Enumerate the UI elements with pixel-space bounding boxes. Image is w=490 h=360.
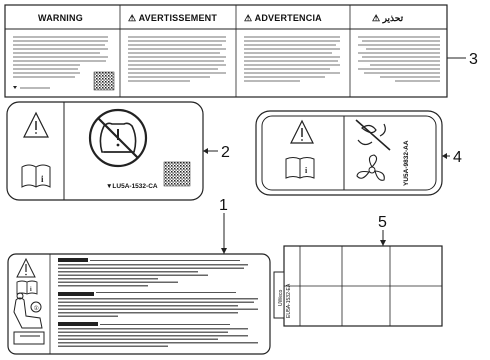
label4-code: YU5A-9832-AA	[403, 140, 410, 186]
warning-triangle-icon	[23, 111, 49, 138]
warning-triangle-icon	[290, 119, 314, 144]
callout-1: 1	[219, 197, 228, 214]
label-1-instruction: i ①	[7, 213, 271, 355]
svg-text:i: i	[30, 287, 32, 293]
warning-triangle-icon	[16, 257, 36, 278]
book-info-icon: i	[285, 157, 315, 179]
label3-header-1: WARNING	[38, 13, 83, 23]
book-info-icon: i	[21, 164, 51, 188]
book-info-icon: i	[16, 280, 38, 295]
callout-4: 4	[453, 149, 462, 166]
label-4-fan: i	[255, 110, 450, 196]
label-3-warning-sheet	[4, 4, 466, 98]
svg-text:①: ①	[34, 305, 39, 312]
qr-code-icon	[163, 161, 191, 187]
label2-code: ▼LU5A-1532-CA	[106, 183, 158, 190]
label-5-grid	[273, 230, 443, 327]
callout-3: 3	[469, 51, 478, 68]
label3-header-4: ⚠ تحذير	[372, 13, 404, 24]
qr-code-icon	[93, 71, 115, 91]
child-seat-icon: ①	[13, 292, 45, 345]
tpms-crossed-icon	[88, 108, 148, 168]
label3-header-2: ⚠ AVERTISSEMENT	[128, 13, 217, 23]
label-2-tpms: i	[6, 101, 218, 201]
callout-2: 2	[221, 144, 230, 161]
callout-5: 5	[378, 214, 387, 231]
svg-text:i: i	[305, 166, 308, 175]
label3-header-3: ⚠ ADVERTENCIA	[244, 13, 322, 23]
label5-code-line-1: EU5A-1532-EA	[286, 283, 292, 318]
fan-icon	[356, 154, 385, 181]
fan-crossed-icon	[355, 119, 391, 151]
svg-text:i: i	[41, 174, 44, 184]
label5-code-line-2: UWeco	[278, 289, 284, 306]
